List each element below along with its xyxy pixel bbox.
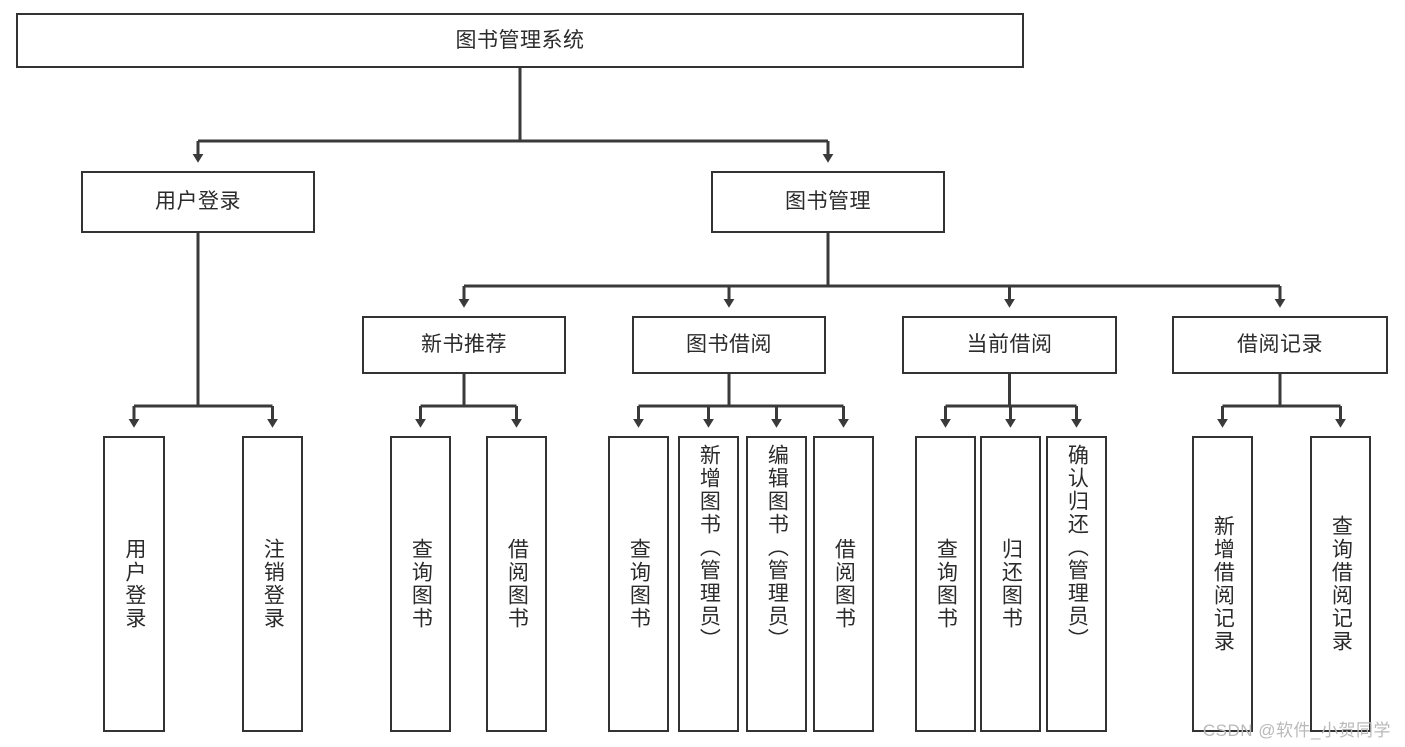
node-leaf-add-record-label: 新增借阅记录	[1211, 515, 1235, 653]
node-leaf-user-logout[interactable]: 注销登录	[242, 436, 303, 732]
node-user-login-label: 用户登录	[155, 190, 241, 214]
node-root-label: 图书管理系统	[455, 28, 585, 52]
node-leaf-query-book-rec[interactable]: 查询图书	[390, 436, 451, 732]
node-leaf-add-record[interactable]: 新增借阅记录	[1192, 436, 1253, 732]
node-leaf-confirm-return-label: 确认归还（管理员）	[1065, 444, 1089, 651]
node-leaf-add-book-label: 新增图书（管理员）	[697, 444, 721, 651]
node-leaf-borrow-book-rec[interactable]: 借阅图书	[486, 436, 547, 732]
node-leaf-user-login[interactable]: 用户登录	[103, 436, 165, 732]
node-book-borrow[interactable]: 图书借阅	[632, 316, 826, 374]
node-leaf-edit-book[interactable]: 编辑图书（管理员）	[746, 436, 807, 732]
node-leaf-user-login-label: 用户登录	[122, 538, 146, 630]
node-new-book-rec[interactable]: 新书推荐	[362, 316, 566, 374]
node-leaf-query-book-cb[interactable]: 查询图书	[915, 436, 976, 732]
node-leaf-borrow-book-bb[interactable]: 借阅图书	[813, 436, 874, 732]
node-leaf-borrow-book-rec-label: 借阅图书	[505, 538, 529, 630]
node-user-login[interactable]: 用户登录	[81, 171, 315, 233]
node-borrow-record[interactable]: 借阅记录	[1172, 316, 1388, 374]
node-leaf-query-book-bb[interactable]: 查询图书	[608, 436, 669, 732]
node-book-borrow-label: 图书借阅	[686, 333, 772, 357]
node-leaf-user-logout-label: 注销登录	[261, 538, 285, 630]
node-leaf-confirm-return[interactable]: 确认归还（管理员）	[1046, 436, 1107, 732]
node-leaf-query-book-rec-label: 查询图书	[409, 538, 433, 630]
node-leaf-query-record-label: 查询借阅记录	[1329, 515, 1353, 653]
node-leaf-query-book-bb-label: 查询图书	[627, 538, 651, 630]
node-root[interactable]: 图书管理系统	[16, 13, 1024, 68]
node-current-borrow-label: 当前借阅	[966, 333, 1053, 357]
node-leaf-edit-book-label: 编辑图书（管理员）	[765, 444, 789, 651]
node-leaf-return-book[interactable]: 归还图书	[980, 436, 1041, 732]
node-leaf-return-book-label: 归还图书	[999, 538, 1023, 630]
node-leaf-add-book[interactable]: 新增图书（管理员）	[678, 436, 739, 732]
node-leaf-query-book-cb-label: 查询图书	[934, 538, 958, 630]
node-current-borrow[interactable]: 当前借阅	[902, 316, 1117, 374]
node-borrow-record-label: 借阅记录	[1237, 333, 1323, 357]
node-leaf-borrow-book-bb-label: 借阅图书	[832, 538, 856, 630]
node-leaf-query-record[interactable]: 查询借阅记录	[1310, 436, 1371, 732]
node-new-book-rec-label: 新书推荐	[421, 333, 507, 357]
node-book-manage-label: 图书管理	[785, 190, 871, 214]
connector-lines	[128, 68, 1346, 428]
node-book-manage[interactable]: 图书管理	[711, 171, 945, 233]
